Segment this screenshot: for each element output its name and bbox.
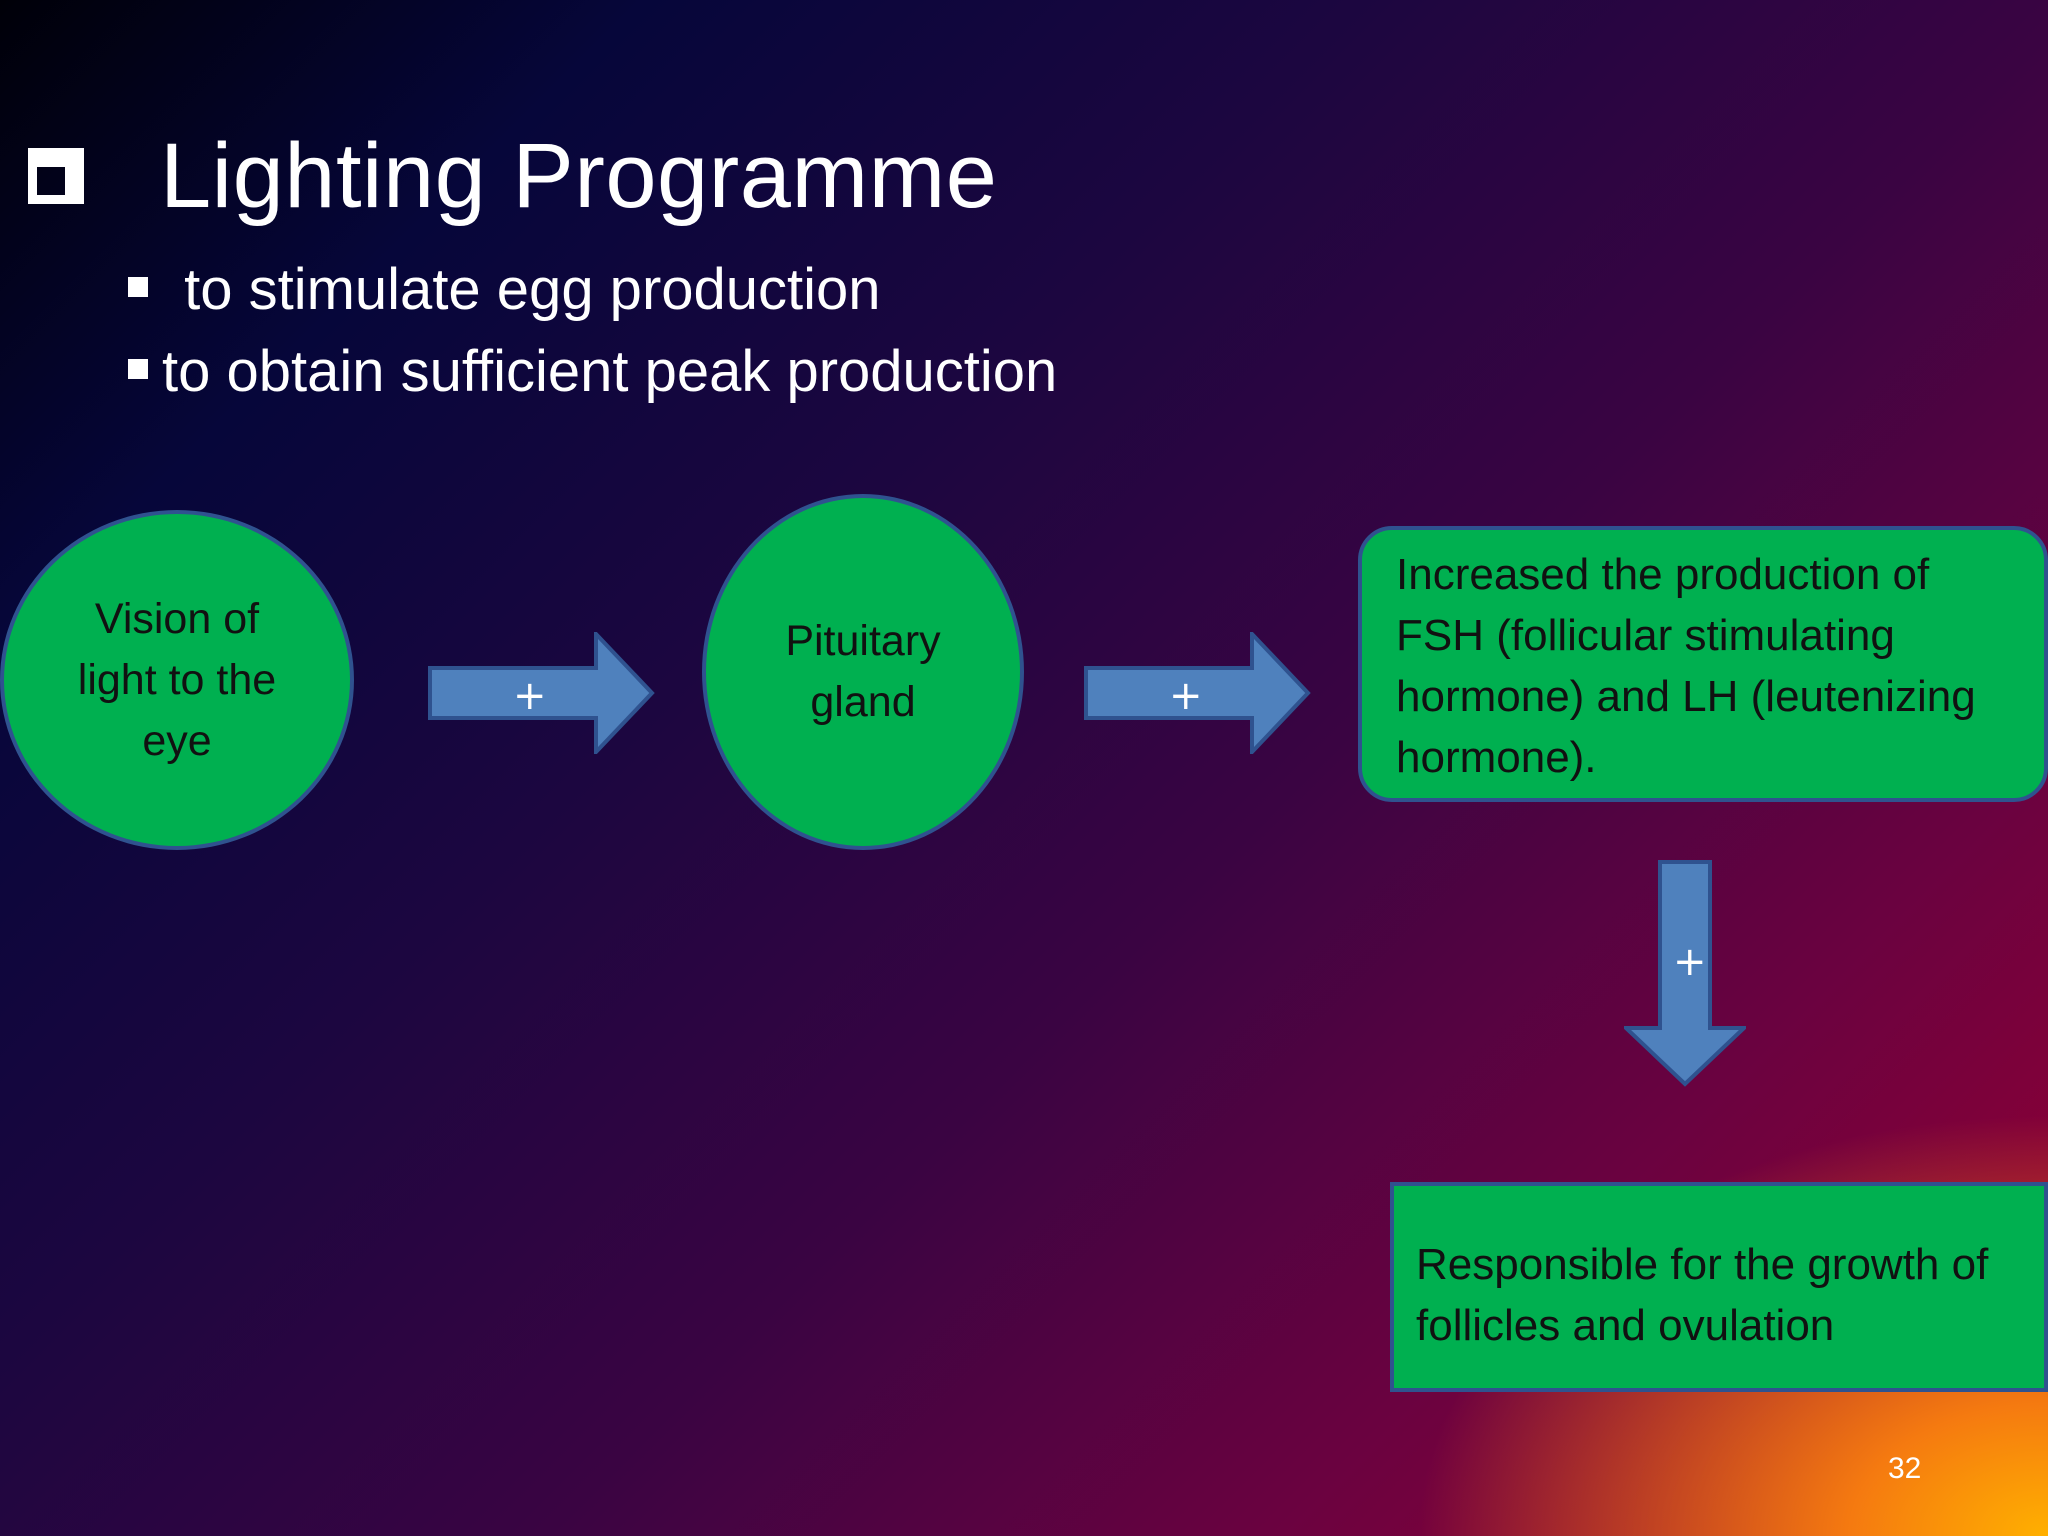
node-pituitary-label: Pituitary gland — [785, 617, 941, 726]
node-pituitary-gland: Pituitary gland — [702, 494, 1024, 850]
edge-label: + — [1673, 939, 1707, 985]
node-vision-label: Vision of light to the eye — [77, 594, 277, 765]
edge-label: + — [1169, 673, 1203, 719]
node-vision-of-light: Vision of light to the eye — [0, 510, 354, 850]
bullet-list: to stimulate egg production to obtain su… — [128, 248, 1057, 412]
node-follicle-growth: Responsible for the growth of follicles … — [1390, 1182, 2048, 1392]
bullet-text: to stimulate egg production — [168, 256, 881, 322]
arrow-pituitary-to-hormones — [1084, 632, 1312, 754]
title-row: Lighting Programme — [28, 130, 997, 222]
square-bullet-icon — [128, 359, 148, 379]
bullet-item: to stimulate egg production — [128, 248, 1057, 330]
page-number: 32 — [1888, 1452, 1922, 1485]
edge-label: + — [513, 673, 547, 719]
arrow-vision-to-pituitary — [428, 632, 656, 754]
node-responsible-label: Responsible for the growth of follicles … — [1416, 1240, 1989, 1350]
bullet-text: to obtain sufficient peak production — [162, 338, 1058, 404]
node-hormones-label: Increased the production of FSH (follicu… — [1396, 550, 1976, 782]
square-bullet-icon — [128, 277, 148, 297]
bullet-item: to obtain sufficient peak production — [120, 330, 1057, 412]
checkbox-bullet-icon — [28, 148, 84, 204]
arrow-hormones-to-responsible — [1624, 860, 1746, 1088]
slide-title: Lighting Programme — [160, 125, 998, 227]
node-hormone-production: Increased the production of FSH (follicu… — [1358, 526, 2048, 802]
